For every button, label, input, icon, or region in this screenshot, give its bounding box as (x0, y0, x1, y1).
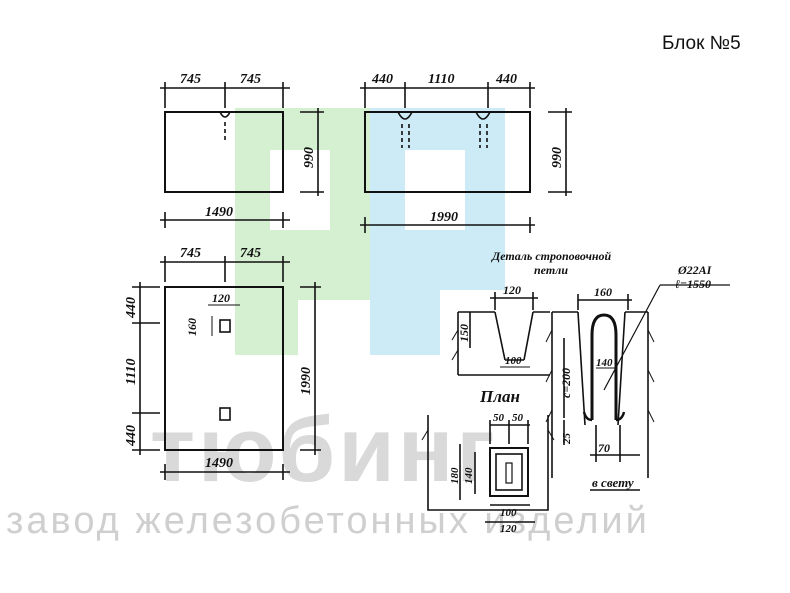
dim-label: 440 (124, 297, 139, 319)
dim-label: 180 (449, 467, 461, 484)
dim-label: 120 (503, 283, 521, 297)
dim-label: 745 (240, 246, 261, 261)
dim-label: 745 (240, 72, 261, 87)
detail-section-a (457, 292, 550, 376)
dim-label: 1990 (430, 210, 458, 225)
dim-label: 50 (493, 412, 505, 424)
dim-label: с=200 (559, 368, 573, 398)
detail-plan (427, 415, 549, 523)
hatching (421, 329, 655, 441)
dim-label: 1990 (299, 367, 314, 395)
plan-caption: План (479, 387, 520, 406)
dim-label: 160 (594, 285, 612, 299)
dim-label: 100 (500, 507, 517, 519)
detail-caption: Деталь строповочной (491, 249, 612, 263)
bar-diameter: Ø22AI (677, 263, 713, 277)
dim-label: 990 (302, 147, 317, 168)
dim-label: 440 (371, 72, 393, 87)
dim-label: 1110 (428, 72, 454, 87)
dim-label: 140 (596, 357, 613, 369)
dim-label: 440 (124, 425, 139, 447)
dim-label: 25 (561, 433, 573, 446)
front-view-large (360, 82, 572, 233)
dim-label: 160 (185, 318, 199, 336)
watermark-tagline: завод железобетонных изделий (6, 500, 650, 542)
detail-section-b (551, 284, 730, 491)
dim-label: 100 (505, 355, 522, 367)
dim-label: 990 (550, 147, 565, 168)
dim-label: 1490 (205, 205, 233, 220)
clear-label: в свету (592, 475, 634, 490)
dim-label: 745 (180, 72, 201, 87)
dim-label: 120 (500, 523, 517, 535)
dim-label: 50 (512, 412, 524, 424)
dim-label: 440 (495, 72, 517, 87)
dim-label: 1490 (205, 456, 233, 471)
detail-caption: петли (534, 263, 568, 277)
dim-label: 150 (457, 324, 471, 342)
dim-label: 120 (212, 291, 230, 305)
dim-label: 140 (463, 467, 475, 484)
page-title: Блок №5 (662, 33, 741, 54)
front-view-small (160, 82, 324, 228)
dim-label: 70 (598, 441, 610, 455)
plan-view (132, 256, 321, 480)
dim-label: 745 (180, 246, 201, 261)
bar-length: ℓ=1550 (675, 277, 711, 291)
dim-label: 1110 (124, 359, 139, 385)
